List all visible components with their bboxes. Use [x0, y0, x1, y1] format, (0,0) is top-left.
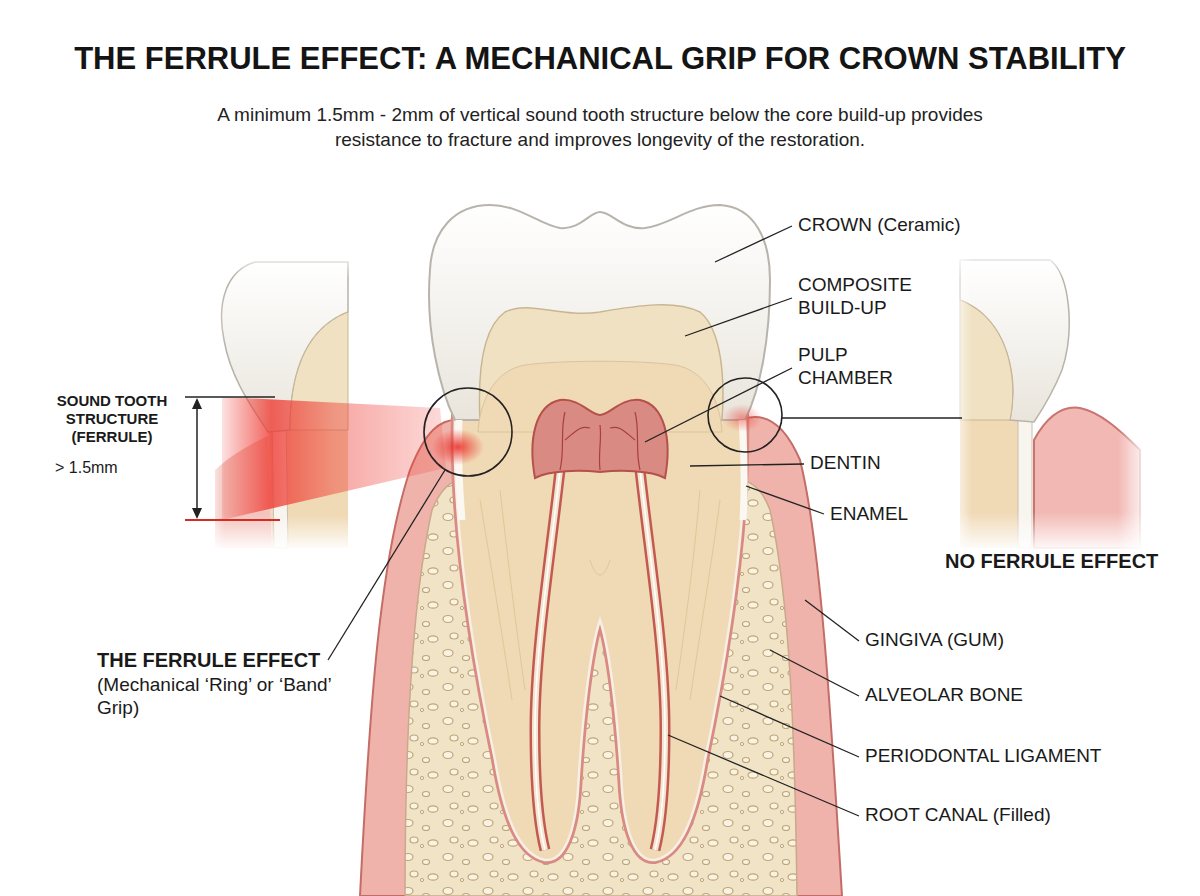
no-ferrule-inset: [950, 250, 1150, 552]
canal-wall: [535, 470, 560, 850]
pulp-vessels: [560, 412, 640, 470]
leader-line: [805, 600, 859, 641]
main-tooth: [360, 205, 842, 896]
leader-line: [770, 650, 859, 696]
part-label: GINGIVA (GUM): [865, 629, 1004, 652]
periodontal-ligament: [455, 415, 746, 860]
leader-line: [668, 735, 859, 816]
ferrule-dimension: [185, 397, 280, 520]
ferrule-highlight-band: [222, 397, 446, 520]
canal-filling: [640, 470, 665, 850]
diagram-caption: A minimum 1.5mm - 2mm of vertical sound …: [190, 102, 1010, 152]
heading-label: NO FERRULE EFFECT: [945, 549, 1158, 573]
part-label: PULP CHAMBER: [798, 344, 938, 390]
part-label: COMPOSITE BUILD-UP: [798, 274, 948, 320]
leader-line: [328, 470, 445, 660]
leader-line: [690, 464, 804, 466]
tubule-line: [590, 560, 610, 575]
dimension-arrowhead: [192, 398, 202, 409]
tubule-line: [676, 490, 700, 690]
part-label: ENAMEL: [830, 503, 908, 526]
inset-crown: [960, 260, 1069, 422]
diagram-title: THE FERRULE EFFECT: A MECHANICAL GRIP FO…: [74, 40, 1126, 77]
pulp-chamber: [532, 400, 667, 478]
leader-line: [720, 696, 859, 757]
leader-line: [746, 486, 824, 514]
canal-wall: [640, 470, 665, 850]
margin-circle: [708, 378, 782, 452]
vessel-line: [599, 425, 600, 470]
leader-line: [715, 226, 792, 262]
dimension-tick: [185, 519, 280, 521]
canal-core: [535, 470, 560, 850]
canal-filling: [535, 470, 560, 850]
margin-glow: [722, 404, 762, 432]
heading-label: SOUND TOOTH STRUCTURE (FERRULE): [42, 392, 182, 446]
vessel-line: [560, 412, 565, 470]
dentin-tubules: [480, 490, 720, 700]
part-label: ALVEOLAR BONE: [865, 684, 1023, 707]
tubule-line: [500, 490, 525, 690]
vessel-line: [635, 412, 640, 470]
enamel-strip: [742, 420, 744, 520]
canal-core: [640, 470, 665, 850]
heading-label: THE FERRULE EFFECT: [97, 648, 320, 672]
tubule-line: [690, 500, 720, 700]
part-label: CROWN (Ceramic): [798, 214, 961, 237]
root-canals: [535, 470, 665, 850]
leader-line: [645, 368, 792, 442]
inset-fade: [950, 250, 972, 550]
ferrule-circle: [424, 388, 512, 476]
inset-fade: [205, 250, 355, 278]
ferrule-glow: [432, 429, 484, 465]
vessel-line: [610, 427, 635, 440]
leader-lines: [328, 226, 859, 816]
part-label: ROOT CANAL (Filled): [865, 804, 1051, 827]
inset-link-line: [782, 417, 962, 419]
inset-fade: [1118, 250, 1148, 550]
part-label: > 1.5mm: [55, 458, 118, 477]
dimension-line: [196, 404, 198, 513]
dimension-tick: [185, 396, 275, 398]
leader-line: [685, 298, 792, 336]
part-label: DENTIN: [810, 452, 881, 475]
root-dentin: [455, 415, 746, 860]
tubule-line: [480, 500, 512, 700]
vessel-line: [565, 427, 590, 440]
dimension-arrowhead: [192, 508, 202, 519]
part-label: PERIODONTAL LIGAMENT: [865, 745, 1101, 768]
part-label: (Mechanical ‘Ring’ or ‘Band’ Grip): [97, 674, 332, 720]
